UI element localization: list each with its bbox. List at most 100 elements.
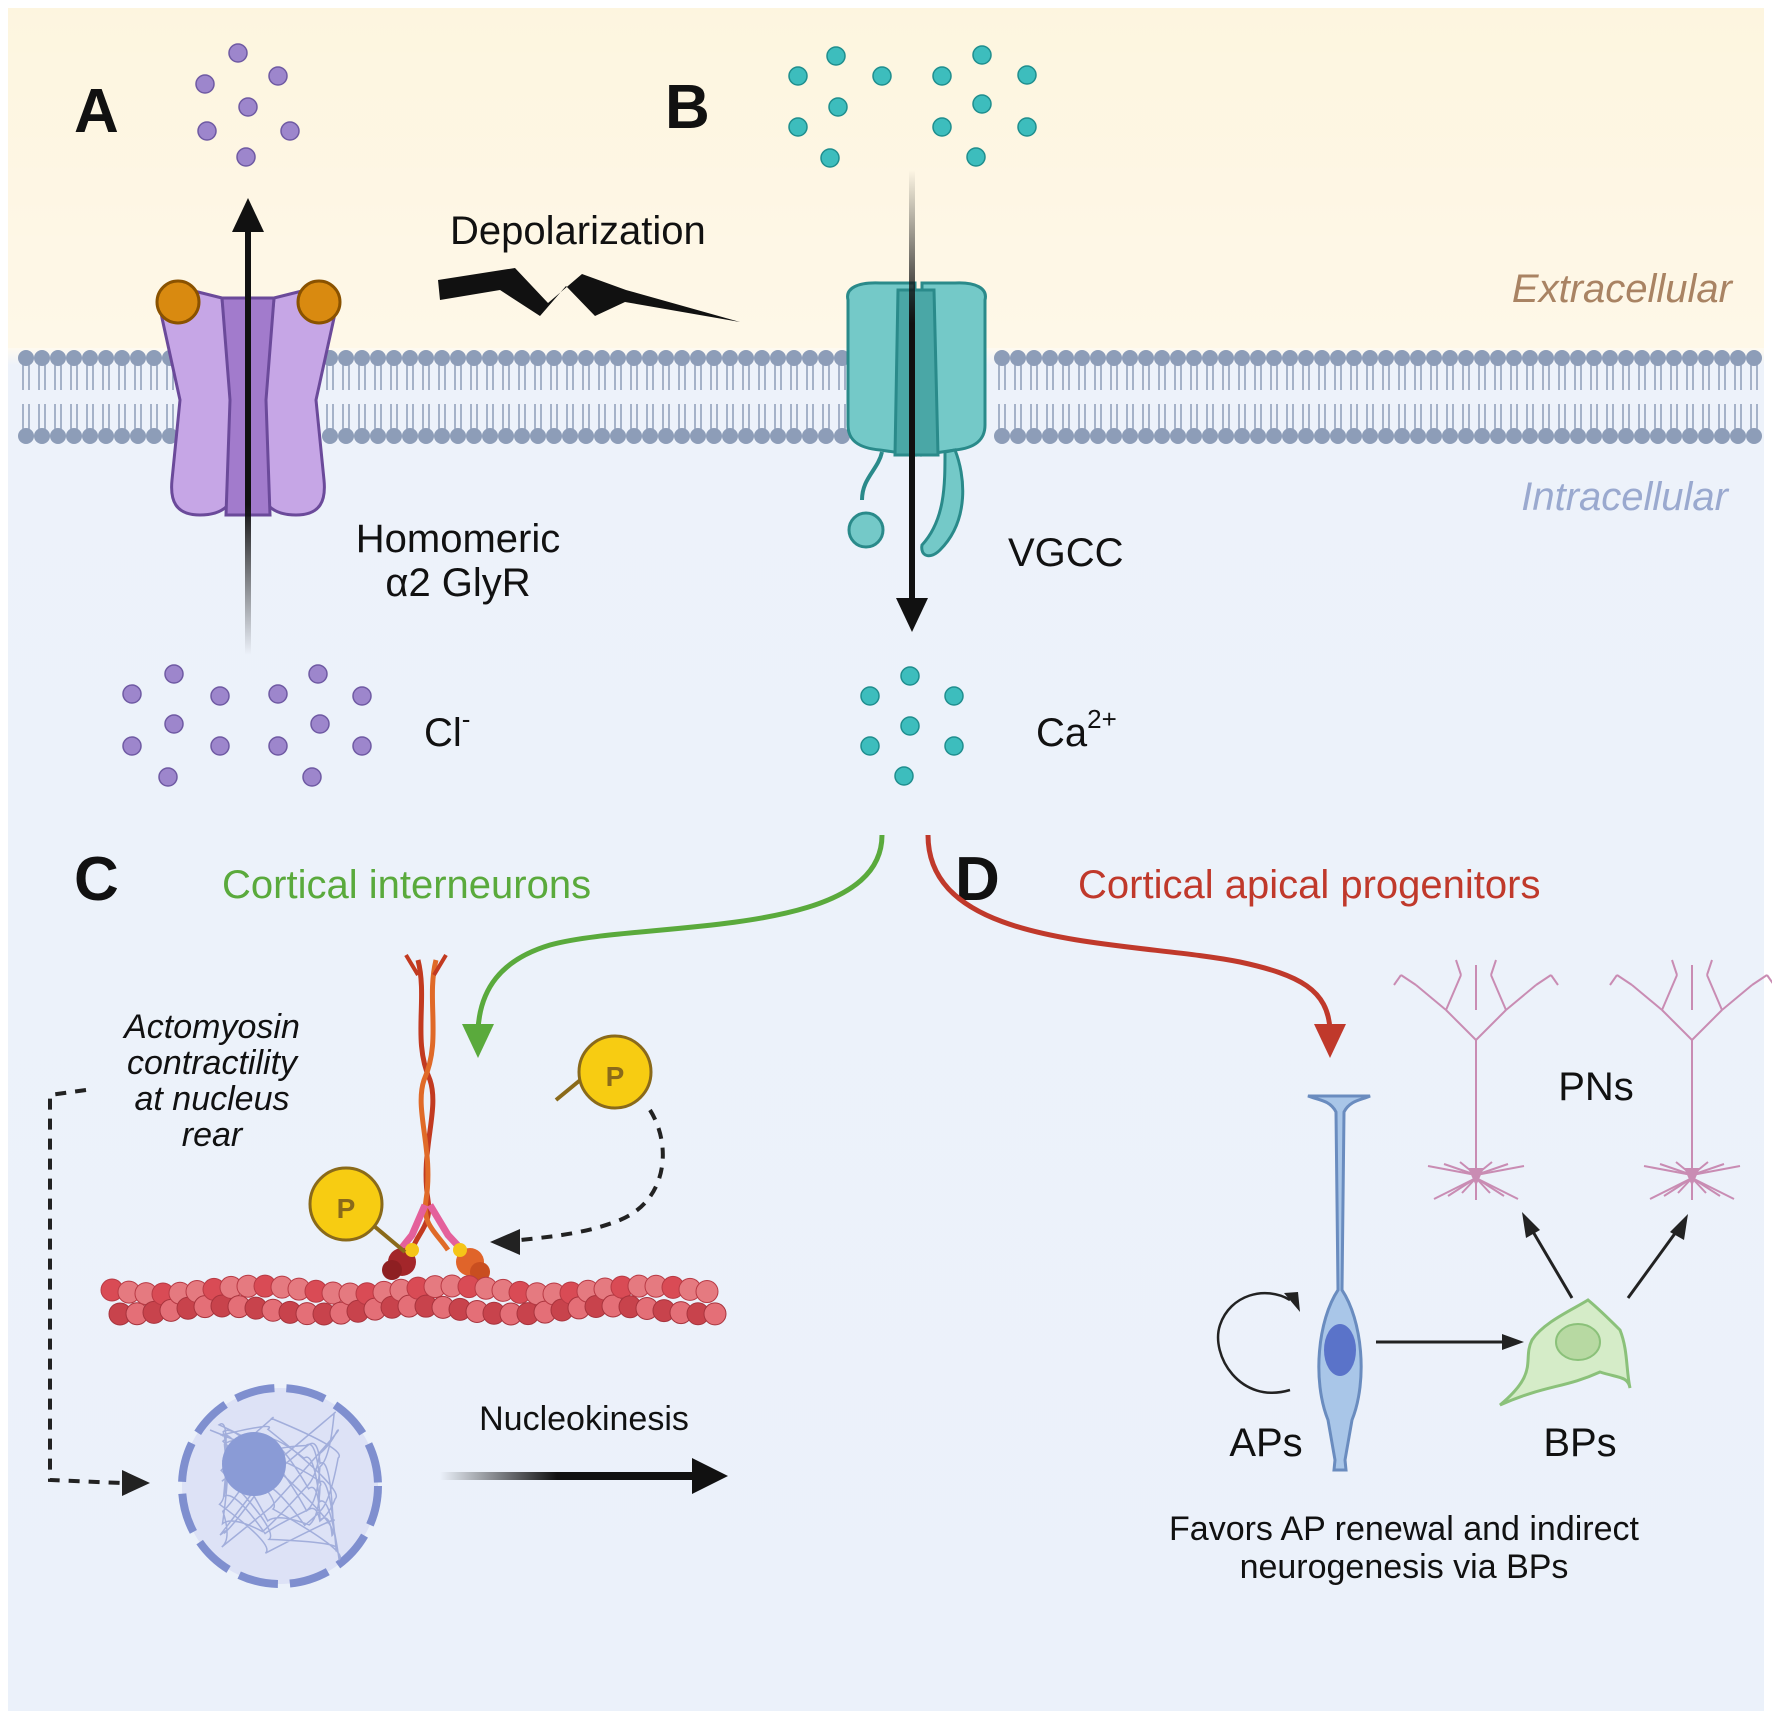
lipid-head — [1090, 428, 1106, 444]
projection-neuron-left — [1393, 959, 1559, 1200]
lipid-head — [994, 428, 1010, 444]
lipid-head — [1058, 428, 1074, 444]
dendrite — [1661, 974, 1678, 1011]
ion — [308, 664, 328, 684]
lipid-head — [1042, 428, 1058, 444]
ion — [236, 147, 256, 167]
lipid-head — [1074, 428, 1090, 444]
lipid-head — [1234, 428, 1250, 444]
phosphate-1-linker — [372, 1224, 407, 1254]
dendrite — [1475, 1177, 1519, 1200]
lipid-head — [322, 428, 338, 444]
dendrite — [1393, 974, 1402, 986]
panel-letter-c: C — [74, 845, 119, 914]
lipid-head — [1490, 428, 1506, 444]
calcium-ions-intracellular — [860, 666, 964, 786]
lipid-head — [1090, 350, 1106, 366]
lipid-head — [1458, 428, 1474, 444]
lipid-head — [1202, 350, 1218, 366]
lipid-head — [1298, 428, 1314, 444]
lipid-head — [1474, 350, 1490, 366]
glyr-label-line1: Homomeric — [356, 517, 560, 561]
lipid-head — [1554, 428, 1570, 444]
ion — [302, 767, 322, 787]
actin-monomer — [703, 1302, 727, 1326]
lipid-head — [402, 350, 418, 366]
lipid-head — [114, 350, 130, 366]
lipid-head — [994, 350, 1010, 366]
lipid-head — [1074, 350, 1090, 366]
ion — [966, 147, 986, 167]
lipid-head — [1106, 428, 1122, 444]
ion — [900, 666, 920, 686]
lipid-head — [1522, 350, 1538, 366]
ion — [310, 714, 330, 734]
lipid-head — [738, 350, 754, 366]
dendrite — [1490, 959, 1497, 976]
lipid-head — [1186, 428, 1202, 444]
ion — [860, 686, 880, 706]
lipid-head — [1346, 350, 1362, 366]
ion — [1017, 117, 1037, 137]
dendrite — [1751, 974, 1768, 986]
lipid-head — [418, 350, 434, 366]
bp-to-pn-right-arrow — [1626, 1231, 1678, 1299]
lipid-head — [18, 350, 34, 366]
ion — [826, 46, 846, 66]
dendrite — [1616, 974, 1633, 986]
lipid-head — [402, 428, 418, 444]
ion — [972, 45, 992, 65]
lipid-head — [514, 428, 530, 444]
dendrite — [1400, 974, 1417, 986]
phosphate-2 — [577, 1034, 653, 1110]
lipid-head — [1474, 428, 1490, 444]
vgcc-label: VGCC — [1008, 531, 1124, 575]
lipid-head — [1746, 350, 1762, 366]
ion — [788, 117, 808, 137]
ion — [122, 684, 142, 704]
dendrite — [1505, 984, 1537, 1011]
lipid-head — [770, 428, 786, 444]
lipid-head — [578, 428, 594, 444]
ion — [268, 66, 288, 86]
lipid-head — [1506, 428, 1522, 444]
dendrite — [1445, 1009, 1477, 1041]
lipid-head — [450, 350, 466, 366]
dendrite — [1427, 1165, 1477, 1176]
ion — [238, 97, 258, 117]
lipid-head — [1378, 428, 1394, 444]
lipid-head — [1634, 428, 1650, 444]
lipid-head — [34, 350, 50, 366]
lipid-head — [738, 428, 754, 444]
svg-text:at nucleus: at nucleus — [135, 1080, 290, 1118]
actin-filament — [100, 1274, 727, 1326]
lipid-head — [1506, 350, 1522, 366]
aps-label: APs — [1229, 1421, 1302, 1465]
ion — [210, 686, 230, 706]
lipid-head — [146, 350, 162, 366]
lipid-head — [1314, 350, 1330, 366]
lipid-head — [1170, 428, 1186, 444]
lipid-head — [562, 428, 578, 444]
ion — [268, 736, 288, 756]
dendrite — [1445, 974, 1462, 1011]
extracellular-label: Extracellular — [1512, 267, 1734, 311]
ion — [197, 121, 217, 141]
ion — [972, 94, 992, 114]
panel-letter-d: D — [955, 845, 1000, 914]
lipid-head — [1282, 350, 1298, 366]
ap-nucleus — [1324, 1324, 1356, 1376]
lipid-head — [1282, 428, 1298, 444]
lipid-head — [1026, 350, 1042, 366]
ion — [1017, 65, 1037, 85]
lipid-head — [706, 428, 722, 444]
lipid-head — [1618, 428, 1634, 444]
panel-letter-a: A — [74, 77, 119, 146]
nucleokinesis-label: Nucleokinesis — [479, 1400, 689, 1438]
lipid-head — [1666, 428, 1682, 444]
lipid-head — [338, 350, 354, 366]
ion — [228, 43, 248, 63]
lipid-head — [1266, 428, 1282, 444]
dendrite — [1415, 984, 1447, 1011]
